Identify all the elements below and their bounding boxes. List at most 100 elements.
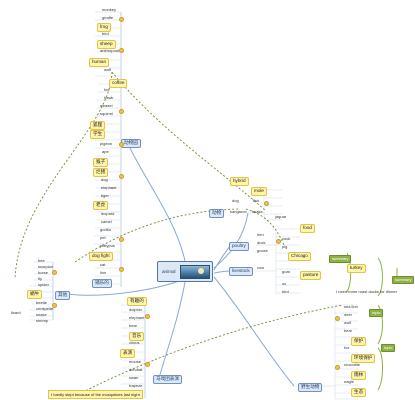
bottom-note[interactable]: I hardly slept because of the mosquitoes… xyxy=(48,390,143,399)
word-jaguar[interactable]: jaguar xyxy=(275,214,287,219)
word-beetle[interactable]: beetle xyxy=(36,300,47,305)
note-protect[interactable]: 保护 xyxy=(351,337,367,346)
word-dog[interactable]: dog xyxy=(101,177,108,182)
word-pigeon[interactable]: pigeon xyxy=(100,141,113,146)
word-fly[interactable]: fly xyxy=(38,276,42,281)
word-weasel[interactable]: weasel xyxy=(100,103,113,108)
word-fish[interactable]: fish xyxy=(253,198,260,203)
word-lizard[interactable]: lizard xyxy=(11,310,21,315)
word-bear-bottom[interactable]: bear xyxy=(344,328,353,333)
word-pig[interactable]: pig xyxy=(282,244,288,249)
word-goat[interactable]: goat xyxy=(282,269,290,274)
word-cock[interactable]: cock xyxy=(282,236,291,241)
branch-animal[interactable]: 动物 xyxy=(209,209,225,218)
word-bird-right[interactable]: bird xyxy=(282,289,289,294)
word-anthropoid[interactable]: anthropoid xyxy=(100,48,119,53)
green-note-ducks[interactable]: I need more roast ducks for dinner xyxy=(336,289,397,294)
word-dolphin[interactable]: dolphin xyxy=(129,307,142,312)
word-fox[interactable]: fox xyxy=(104,87,110,92)
word-duck[interactable]: duck xyxy=(257,240,266,245)
word-circus[interactable]: circus xyxy=(129,340,140,345)
branch-circus[interactable]: 马戏团表演 xyxy=(153,375,182,384)
word-elephant-bottom[interactable]: elephant xyxy=(129,315,145,320)
word-lion[interactable]: lion xyxy=(100,270,107,275)
note-food[interactable]: food xyxy=(300,224,315,233)
note-music[interactable]: 音乐 xyxy=(129,332,145,341)
word-ox[interactable]: ox xyxy=(282,281,287,286)
word-leopard[interactable]: leopard xyxy=(101,211,115,216)
note-snail[interactable]: 蜗牛 xyxy=(27,290,43,299)
word-squirrel[interactable]: squirrel xyxy=(100,111,114,116)
word-monkey[interactable]: monkey xyxy=(102,7,117,12)
note-pasture[interactable]: pasture xyxy=(300,271,322,280)
note-rainforest[interactable]: 雨林 xyxy=(351,371,367,380)
word-hawk[interactable]: hawk xyxy=(104,95,114,100)
word-tiger[interactable]: tiger xyxy=(101,193,109,198)
summary-tag-right[interactable]: summary xyxy=(392,276,415,284)
word-sealion[interactable]: sea lion xyxy=(344,304,358,309)
word-gorilla[interactable]: gorilla xyxy=(100,227,111,232)
green-topic-2[interactable]: topic xyxy=(381,344,396,352)
word-spider[interactable]: spider xyxy=(38,282,49,287)
word-frog[interactable]: frog xyxy=(97,23,111,32)
note-topic-right[interactable]: turkey xyxy=(347,264,366,273)
word-centipede[interactable]: centipede xyxy=(36,306,54,311)
word-camel[interactable]: camel xyxy=(101,219,112,224)
word-platypus[interactable]: platypus xyxy=(100,243,115,248)
word-sheep[interactable]: sheep xyxy=(97,40,116,49)
branch-livestock[interactable]: livestock xyxy=(229,267,253,276)
branch-poultry[interactable]: poultry xyxy=(229,242,249,251)
note-chicago[interactable]: Chicago xyxy=(288,252,311,261)
note-funny[interactable]: 有趣的 xyxy=(127,297,147,306)
word-cat[interactable]: cat xyxy=(100,262,106,267)
word-wolf-bottom[interactable]: wolf xyxy=(344,320,352,325)
summary-tag[interactable]: summary xyxy=(329,255,352,263)
note-show[interactable]: 表演 xyxy=(120,349,136,358)
word-crocodile[interactable]: crocodile xyxy=(344,362,361,367)
word-deer[interactable]: deer xyxy=(344,312,353,317)
marker-dot xyxy=(119,48,124,53)
word-fox-bottom[interactable]: fox xyxy=(344,345,350,350)
word-snake-right[interactable]: snake xyxy=(252,209,263,214)
word-eagle[interactable]: eagle xyxy=(344,379,354,384)
word-pet[interactable]: pet xyxy=(100,235,106,240)
branch-other[interactable]: 其他 xyxy=(55,291,71,300)
word-shrimp[interactable]: shrimp xyxy=(36,318,49,323)
note-mole[interactable]: mole xyxy=(251,187,267,196)
word-kangaroo[interactable]: kangaroo xyxy=(230,209,247,214)
note-ecology[interactable]: 生态 xyxy=(351,388,367,397)
word-coffee[interactable]: coffee xyxy=(109,79,128,88)
note-dog-fight[interactable]: dog fight xyxy=(89,252,113,261)
word-goose[interactable]: goose xyxy=(257,248,268,253)
note-fox[interactable]: 狐狸 xyxy=(90,121,106,130)
word-giraffe[interactable]: giraffe xyxy=(102,15,114,20)
word-mouse[interactable]: mouse xyxy=(129,359,142,364)
word-bird[interactable]: bird xyxy=(102,31,109,36)
word-scorpion[interactable]: scorpion xyxy=(38,264,54,269)
note-env[interactable]: 环境保护 xyxy=(351,354,376,363)
word-bee[interactable]: bee xyxy=(38,258,45,263)
note-pig[interactable]: 烂猪 xyxy=(93,168,109,177)
note-tiger[interactable]: 老虎 xyxy=(93,201,109,210)
word-cow[interactable]: cow xyxy=(257,265,265,270)
word-elephant[interactable]: elephant xyxy=(101,185,117,190)
word-bear[interactable]: bear xyxy=(129,323,138,328)
note-monkey[interactable]: 猴子 xyxy=(93,158,109,167)
word-human[interactable]: human xyxy=(89,58,110,67)
word-acrobat[interactable]: acrobat xyxy=(129,367,143,372)
word-hen[interactable]: hen xyxy=(257,232,264,237)
green-topic-1[interactable]: topic xyxy=(369,309,384,317)
branch-catcher[interactable]: 捕乐的 xyxy=(92,279,112,288)
word-swan[interactable]: swan xyxy=(129,375,139,380)
word-ape[interactable]: ape xyxy=(102,149,109,154)
word-horse[interactable]: horse xyxy=(38,270,49,275)
branch-wildlife[interactable]: 野生动物 xyxy=(298,383,323,392)
note-student[interactable]: 学生 xyxy=(90,130,106,139)
word-trapeze[interactable]: trapeze xyxy=(129,383,143,388)
word-snake[interactable]: snake xyxy=(36,312,47,317)
word-wolf[interactable]: wolf xyxy=(104,67,112,72)
central-topic[interactable]: animal xyxy=(157,261,213,282)
note-hybrid[interactable]: hybrid xyxy=(230,177,249,186)
word-dog-right[interactable]: dog xyxy=(232,198,239,203)
